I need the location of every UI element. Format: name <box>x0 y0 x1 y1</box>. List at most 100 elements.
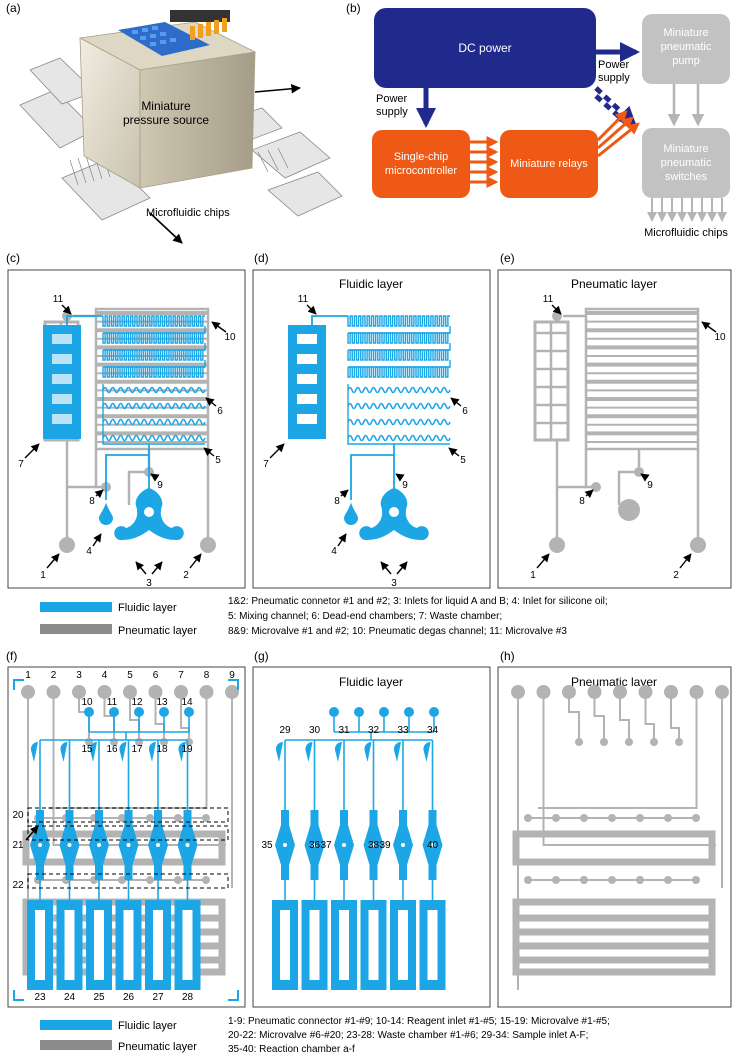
pneumatic-line <box>52 692 226 846</box>
waste-chamber-slot <box>297 414 317 424</box>
serp-link <box>348 360 451 368</box>
row-label-20: 20 <box>12 810 24 821</box>
panel-letter-d: (d) <box>254 251 269 265</box>
microvalve-3-pneumatic <box>552 311 562 321</box>
panel-b-diagram: DC power Miniature pneumatic pump Miniat… <box>372 8 730 239</box>
sample-label-31: 31 <box>338 725 350 736</box>
caption-top-line1: 1&2: Pneumatic connetor #1 and #2; 3: In… <box>228 596 608 607</box>
liquid-inlet-B <box>136 488 184 540</box>
callout-3: 3 <box>391 578 397 589</box>
reaction-dot <box>38 843 42 847</box>
callout-arrow <box>701 321 717 333</box>
callout-10: 10 <box>714 332 726 343</box>
connector-label-7: 7 <box>178 670 184 681</box>
legend-fluidic-label: Fluidic layer <box>118 602 177 614</box>
caption-bottom-line1: 1-9: Pneumatic connector #1-#9; 10-14: R… <box>228 1016 610 1027</box>
connector-label-6: 6 <box>153 670 159 681</box>
callout-8: 8 <box>579 496 585 507</box>
waste-label-23: 23 <box>34 992 46 1003</box>
panel-letter-a: (a) <box>6 1 21 15</box>
device-label-line1: Miniature <box>141 99 191 113</box>
legend-bottom-fluidic-swatch <box>40 1020 112 1030</box>
oil-inlet-channel <box>105 444 150 500</box>
valve-row-box <box>27 825 229 841</box>
connector-label-5: 5 <box>127 670 133 681</box>
callout-arrow <box>94 489 104 499</box>
sample-label-30: 30 <box>309 725 321 736</box>
legend-fluidic-swatch <box>40 602 112 612</box>
valve-label-19: 19 <box>181 744 193 755</box>
panel-letter-g: (g) <box>254 649 269 663</box>
callout-11: 11 <box>298 294 309 305</box>
waste-chamber-slot <box>52 414 72 424</box>
pneumatic-line <box>542 692 716 846</box>
callout-arrow <box>679 553 692 569</box>
reaction-dot <box>430 843 435 847</box>
microvalve-pneumatic <box>600 738 608 746</box>
callout-arrow <box>551 304 562 315</box>
mixing-link <box>347 384 450 445</box>
reagent-label-10: 10 <box>81 697 93 708</box>
mixing-channel <box>102 386 206 394</box>
legend-bottom-fluidic-label: Fluidic layer <box>118 1020 177 1032</box>
legend-bottom-pneumatic-label: Pneumatic layer <box>118 1041 197 1053</box>
callout-arrow <box>396 561 408 575</box>
valve-label-15: 15 <box>81 744 93 755</box>
oil-inlet <box>344 502 358 525</box>
chips-label: Microfluidic chips <box>146 207 230 219</box>
dead-end-chamber <box>347 315 450 327</box>
serp-link <box>348 343 451 351</box>
valve-label-17: 17 <box>131 744 143 755</box>
waste-chamber-slot <box>52 354 72 364</box>
panel-g-title: Fluidic layer <box>339 675 403 689</box>
degas-channel <box>94 307 210 451</box>
valve-label-16: 16 <box>106 744 118 755</box>
panel-h-frame <box>497 666 732 1008</box>
waste-chamber-slot <box>297 354 317 364</box>
waste-chamber-slot <box>123 910 134 980</box>
degas-block <box>512 898 716 976</box>
degas-channel <box>584 307 700 451</box>
callout-arrow <box>150 473 160 482</box>
waste-chamber-slot <box>427 910 438 980</box>
sample-label-32: 32 <box>368 725 380 736</box>
panel-letter-b: (b) <box>346 1 361 15</box>
panel-f-frame <box>7 666 246 1008</box>
connector-label-3: 3 <box>76 670 82 681</box>
callout-2: 2 <box>673 570 679 581</box>
panel-h-chip <box>511 685 729 990</box>
sample-inlet <box>30 741 38 762</box>
waste-chamber-slot <box>182 910 193 980</box>
panel-e-title: Pneumatic layer <box>571 277 657 291</box>
waste-label-26: 26 <box>123 992 135 1003</box>
inlet-hole <box>144 507 154 517</box>
sample-inlet <box>119 741 127 762</box>
waste-chamber-slot <box>52 334 72 344</box>
caption-top-line2: 5: Mixing channel; 6: Dead-end chambers;… <box>228 611 502 622</box>
waste-chamber-slot <box>398 910 408 980</box>
power-supply-left-1: Power <box>376 93 408 105</box>
pneumatic-line <box>593 692 605 742</box>
pneumatic-line <box>154 692 165 742</box>
pump-line2: pneumatic <box>661 41 712 53</box>
reagent-label-11: 11 <box>107 697 118 708</box>
mcu-box <box>372 130 470 198</box>
callout-2: 2 <box>183 570 189 581</box>
reaction-dot <box>185 843 190 847</box>
sample-inlet <box>178 741 186 762</box>
oil-chamber-pneumatic <box>618 499 640 521</box>
callout-arrow <box>205 397 217 407</box>
waste-chamber-slot <box>368 910 379 980</box>
arrow-down <box>149 212 183 244</box>
panel-letter-c: (c) <box>6 251 20 265</box>
callout-arrow <box>46 553 60 569</box>
callout-10: 10 <box>224 332 236 343</box>
sample-inlet <box>305 741 313 762</box>
callout-3: 3 <box>146 578 152 589</box>
panel-d-frame <box>252 269 491 589</box>
microvalve-pneumatic <box>575 738 583 746</box>
sample-inlet <box>393 741 401 762</box>
